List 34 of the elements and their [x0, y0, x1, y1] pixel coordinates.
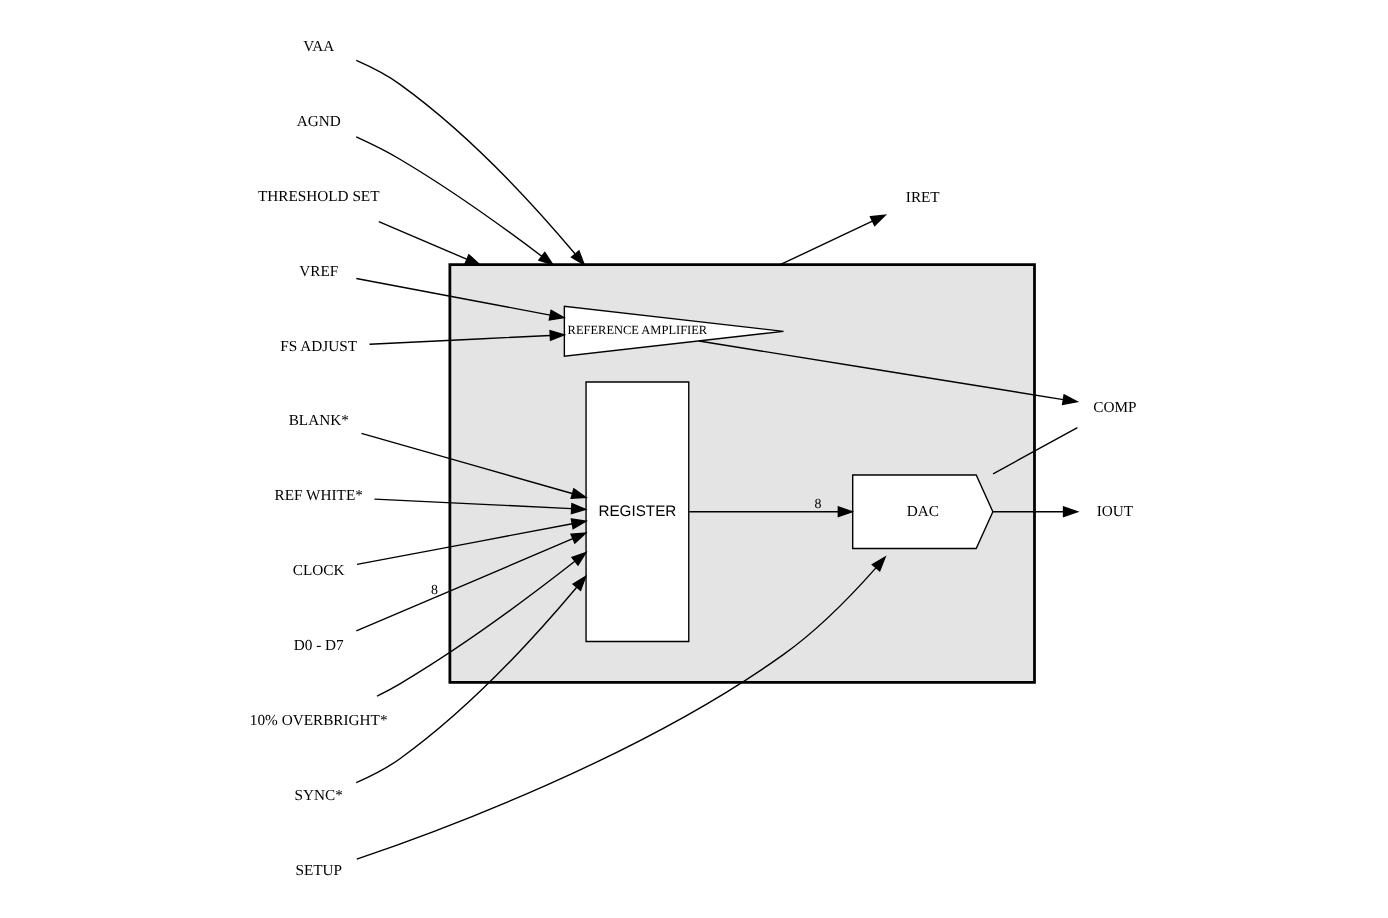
node-text: 10% OVERBRIGHT*	[248, 711, 387, 730]
arrow	[354, 136, 554, 266]
node-text: IOUT	[1095, 501, 1133, 520]
arrow	[354, 59, 585, 267]
node-text: CLOCK	[291, 561, 344, 580]
connector	[991, 426, 1078, 475]
cluster	[447, 263, 1035, 684]
node-text: BLANK*	[287, 411, 348, 430]
arrow	[377, 221, 481, 266]
node-text: FS ADJUST	[279, 336, 357, 355]
node-text: D0 - D7	[292, 636, 343, 655]
arrow	[354, 532, 587, 632]
arrow	[359, 432, 587, 500]
arrow	[367, 329, 566, 345]
arrow	[991, 505, 1079, 518]
arrow	[778, 214, 887, 266]
node-text: THRESHOLD SET	[256, 186, 379, 205]
arrow	[372, 498, 587, 515]
node-text: VREF	[298, 261, 338, 280]
node-text: VAA	[302, 36, 334, 55]
arrow	[687, 505, 854, 518]
arrow	[697, 340, 1079, 406]
node-text: REF WHITE*	[273, 486, 362, 505]
node-text: SETUP	[294, 861, 342, 880]
node-text: AGND	[295, 111, 340, 130]
arrow	[375, 551, 587, 697]
arrow	[355, 555, 886, 860]
arrow	[355, 518, 587, 566]
node-box: REGISTER	[584, 381, 689, 643]
arrow	[354, 574, 587, 784]
node-text: IRET	[904, 187, 939, 206]
node-text: SYNC*	[293, 786, 342, 805]
node-text: COMP	[1092, 397, 1136, 416]
arrow	[354, 277, 565, 321]
